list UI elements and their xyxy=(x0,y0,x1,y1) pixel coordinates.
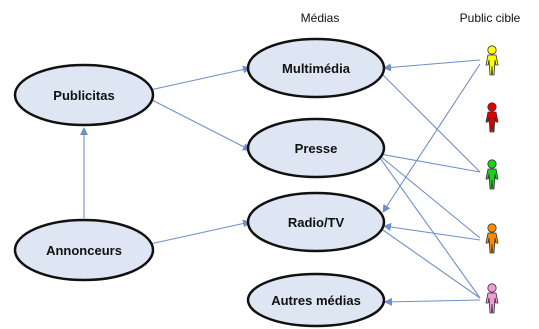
node-multimedia: Multimédia xyxy=(246,37,386,99)
arrow-publicitas-to-presse xyxy=(149,98,251,151)
node-autres-medias-label: Autres médias xyxy=(271,293,361,308)
person-icon-pink xyxy=(485,283,499,314)
arrow-presse-to-pink xyxy=(379,157,481,299)
node-presse: Presse xyxy=(246,117,386,179)
person-icon-orange xyxy=(485,223,499,254)
node-autres-medias: Autres médias xyxy=(246,272,386,328)
arrow-pink-to-autres-medias xyxy=(384,297,481,306)
node-radio-tv-label: Radio/TV xyxy=(288,215,345,230)
header-medias: Médias xyxy=(301,11,340,25)
node-annonceurs: Annonceurs xyxy=(13,218,155,282)
node-multimedia-label: Multimédia xyxy=(282,61,351,76)
arrow-publicitas-to-multimedia xyxy=(149,65,251,91)
arrow-multimedia-to-green xyxy=(379,71,481,173)
person-icon-green xyxy=(485,159,499,190)
person-icon-red xyxy=(485,102,499,133)
header-public-cible: Public cible xyxy=(460,11,521,25)
arrow-presse-to-orange xyxy=(379,155,481,239)
node-publicitas-label: Publicitas xyxy=(53,88,114,103)
arrow-radio-tv-to-pink xyxy=(379,227,481,299)
node-publicitas: Publicitas xyxy=(13,63,155,127)
person-icon-yellow xyxy=(485,45,499,76)
arrow-yellow-to-radio-tv xyxy=(382,63,481,213)
arrow-yellow-to-multimedia xyxy=(383,59,481,72)
node-radio-tv: Radio/TV xyxy=(246,191,386,253)
node-presse-label: Presse xyxy=(295,141,338,156)
arrow-orange-to-radio-tv xyxy=(383,223,481,241)
node-annonceurs-label: Annonceurs xyxy=(46,243,122,258)
arrow-presse-to-green xyxy=(379,153,481,173)
arrow-annonceurs-to-radio-tv xyxy=(149,219,251,245)
